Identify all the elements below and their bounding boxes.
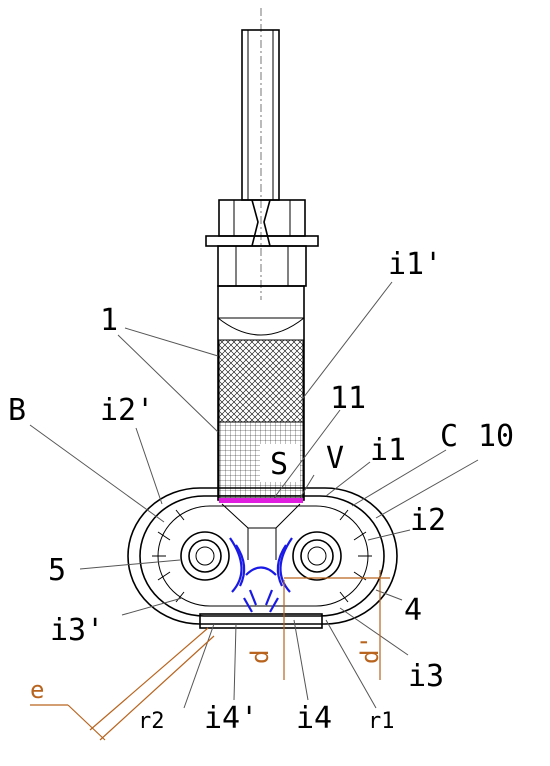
left-roller: [180, 531, 246, 593]
label-4: 4: [404, 593, 422, 628]
label-i1: i1: [370, 433, 406, 468]
label-5: 5: [48, 553, 66, 588]
right-roller: [276, 531, 342, 593]
label-e: e: [30, 676, 44, 704]
label-i3-prime: i3': [50, 613, 104, 648]
label-S: S: [270, 447, 288, 482]
leader-lines: [29, 281, 479, 709]
label-i2: i2: [410, 503, 446, 538]
dimension-lines: [30, 570, 390, 741]
housing-ribs: [152, 509, 372, 603]
nut-flange: [205, 199, 319, 247]
label-i1-prime: i1': [388, 247, 442, 282]
central-vanes: [243, 566, 279, 613]
label-i4-prime: i4': [204, 701, 258, 736]
label-i4: i4: [296, 701, 332, 736]
label-d-prime: d': [356, 635, 384, 664]
shaft: [241, 29, 280, 201]
housing: [127, 487, 398, 629]
label-r1: r1: [368, 709, 395, 734]
block-crosshatch: [218, 339, 304, 423]
label-1: 1: [100, 303, 118, 338]
label-r2: r2: [138, 709, 165, 734]
label-11: 11: [330, 381, 366, 416]
magenta-seal: [219, 498, 303, 503]
label-C: C: [440, 419, 458, 454]
label-d: d: [246, 650, 274, 664]
label-V: V: [326, 441, 344, 476]
label-B: B: [8, 393, 26, 428]
label-i3: i3: [408, 659, 444, 694]
label-10: 10: [478, 419, 514, 454]
s-label-bg: [260, 444, 300, 482]
label-i2-prime: i2': [100, 393, 154, 428]
